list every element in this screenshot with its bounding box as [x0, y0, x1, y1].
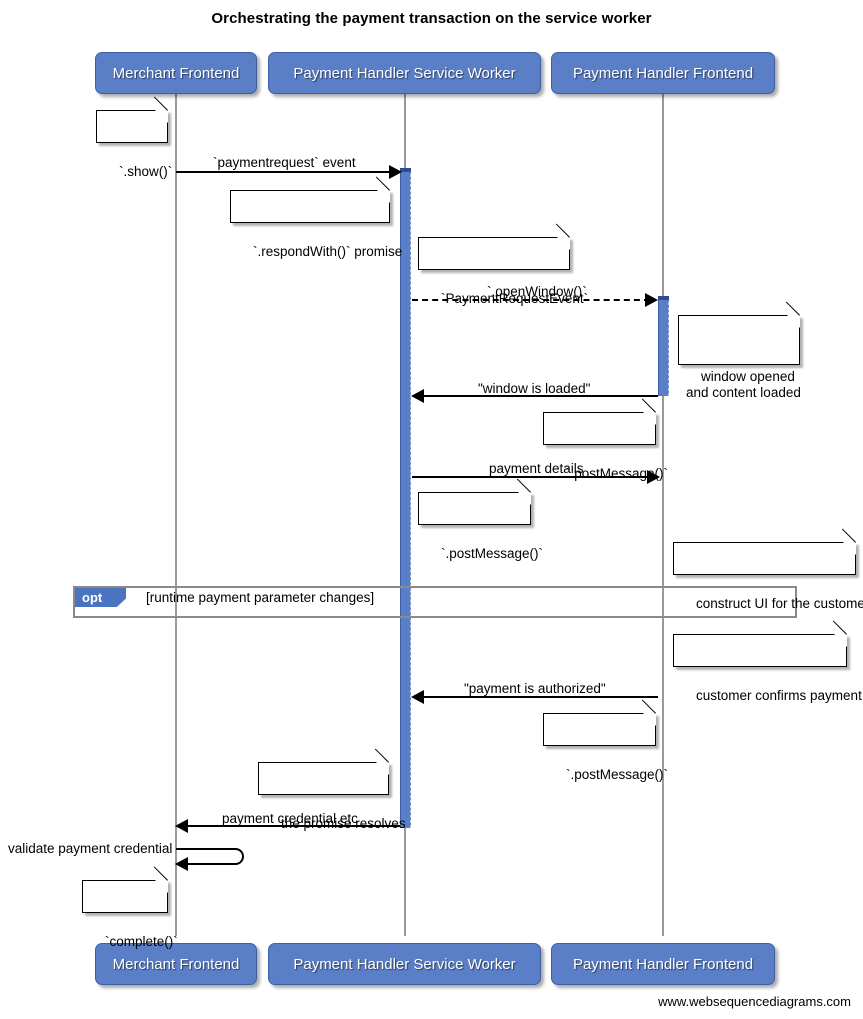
note-fold-icon [376, 762, 389, 775]
note-text: `.show()` [119, 164, 173, 179]
note-fold-icon [155, 880, 168, 893]
fragment-opt-condition: [runtime payment parameter changes] [146, 590, 375, 605]
note-fold-icon [643, 713, 656, 726]
note-construct-ui-for-the-customer: construct UI for the customer [673, 528, 863, 611]
note-text: customer confirms payment [696, 688, 862, 703]
note-fold-icon [377, 190, 390, 203]
note-fold-line-icon [374, 748, 389, 763]
note-respondwith-promise: `.respondWith()` promise [230, 176, 402, 259]
participant-payment-handler-service-worker-top[interactable]: Payment Handler Service Worker [268, 52, 541, 94]
participant-label: Merchant Frontend [112, 955, 240, 973]
note-fold-line-icon [153, 866, 168, 881]
page-title: Orchestrating the payment transaction on… [211, 10, 652, 27]
note-fold-icon [518, 492, 531, 505]
note-fold-line-icon [785, 301, 800, 316]
message-line-payment-credential-etc [188, 825, 400, 827]
participant-payment-handler-frontend-bottom[interactable]: Payment Handler Frontend [551, 943, 775, 985]
note-postmessage-1: `.postMessage()` [543, 398, 668, 481]
note-text: construct UI for the customer [696, 596, 863, 611]
message-label-payment-credential-etc: payment credential etc [222, 811, 358, 826]
note-fold-line-icon [375, 176, 390, 191]
note-text: `complete()` [105, 934, 178, 949]
note-fold-line-icon [555, 223, 570, 238]
participant-label: Payment Handler Frontend [572, 955, 754, 973]
message-label-payment-details: payment details [489, 461, 584, 476]
arrowhead-right-icon [647, 470, 660, 484]
note-text: `PaymentRequestEvent` [441, 291, 589, 306]
note-the-promise-resolves: the promise resolves [258, 748, 406, 831]
participant-merchant-frontend-top[interactable]: Merchant Frontend [95, 52, 257, 94]
message-line-window-is-loaded [424, 395, 658, 397]
arrowhead-left-icon [175, 857, 188, 871]
note-fold-line-icon [641, 699, 656, 714]
self-message-loop-validate-payment-credential [176, 848, 244, 865]
note-customer-confirms-payment: customer confirms payment [673, 620, 862, 703]
site-credit: www.websequencediagrams.com [658, 994, 851, 1009]
message-label-paymentrequest-event: `paymentrequest` event [213, 155, 356, 170]
fragment-type-label: opt [82, 590, 103, 605]
activation-bar-service-worker [400, 168, 411, 828]
note-fold-icon [787, 315, 800, 328]
message-label-openwindow: `.openWindow()` [487, 284, 587, 299]
note-fold-line-icon [153, 96, 168, 111]
note-text: `.postMessage()` [441, 546, 544, 561]
message-label-validate-payment-credential: validate payment credential [8, 841, 173, 856]
participant-label: Merchant Frontend [112, 64, 240, 82]
note-fold-icon [155, 110, 168, 123]
note-text: the promise resolves [281, 816, 406, 831]
participant-payment-handler-service-worker-bottom[interactable]: Payment Handler Service Worker [268, 943, 541, 985]
participant-label: Payment Handler Frontend [572, 64, 754, 82]
note-paymentrequestevent: `PaymentRequestEvent` [418, 223, 588, 306]
note-text: `.postMessage()` [566, 466, 669, 481]
note-fold-icon [557, 237, 570, 250]
note-fold-line-icon [641, 398, 656, 413]
note-fold-line-icon [516, 478, 531, 493]
message-line-payment-details [412, 476, 650, 478]
note-text: `.postMessage()` [566, 767, 669, 782]
note-fold-line-icon [841, 528, 856, 543]
lifeline-payment-handler-frontend [662, 94, 664, 936]
message-label-payment-is-authorized: "payment is authorized" [464, 681, 606, 696]
arrowhead-left-icon [411, 690, 424, 704]
note-fold-icon [643, 412, 656, 425]
participant-label: Payment Handler Service Worker [293, 955, 516, 973]
message-line-paymentrequest-event [176, 171, 392, 173]
fragment-opt [73, 586, 797, 618]
participant-label: Payment Handler Service Worker [293, 64, 516, 82]
arrowhead-right-icon [645, 293, 658, 307]
fragment-opt-tab: opt [75, 588, 126, 607]
message-line-openwindow [412, 299, 650, 301]
note-postmessage-3: `.postMessage()` [543, 699, 668, 782]
message-label-window-is-loaded: "window is loaded" [478, 381, 591, 396]
activation-bar-handler-frontend [658, 296, 669, 396]
participant-payment-handler-frontend-top[interactable]: Payment Handler Frontend [551, 52, 775, 94]
note-text: window opened and content loaded [686, 369, 801, 400]
arrowhead-right-icon [389, 165, 402, 179]
message-line-payment-is-authorized [424, 696, 658, 698]
note-window-opened-and-content-loaded: window opened and content loaded [678, 301, 801, 400]
note-complete: `complete()` [82, 866, 178, 949]
note-fold-line-icon [832, 620, 847, 635]
note-show: `.show()` [96, 96, 172, 179]
arrowhead-left-icon [175, 819, 188, 833]
note-fold-icon [834, 634, 847, 647]
lifeline-merchant-frontend [175, 94, 177, 936]
arrowhead-left-icon [411, 389, 424, 403]
note-text: `.respondWith()` promise [253, 244, 403, 259]
note-fold-icon [843, 542, 856, 555]
participant-merchant-frontend-bottom[interactable]: Merchant Frontend [95, 943, 257, 985]
note-postmessage-2: `.postMessage()` [418, 478, 543, 561]
